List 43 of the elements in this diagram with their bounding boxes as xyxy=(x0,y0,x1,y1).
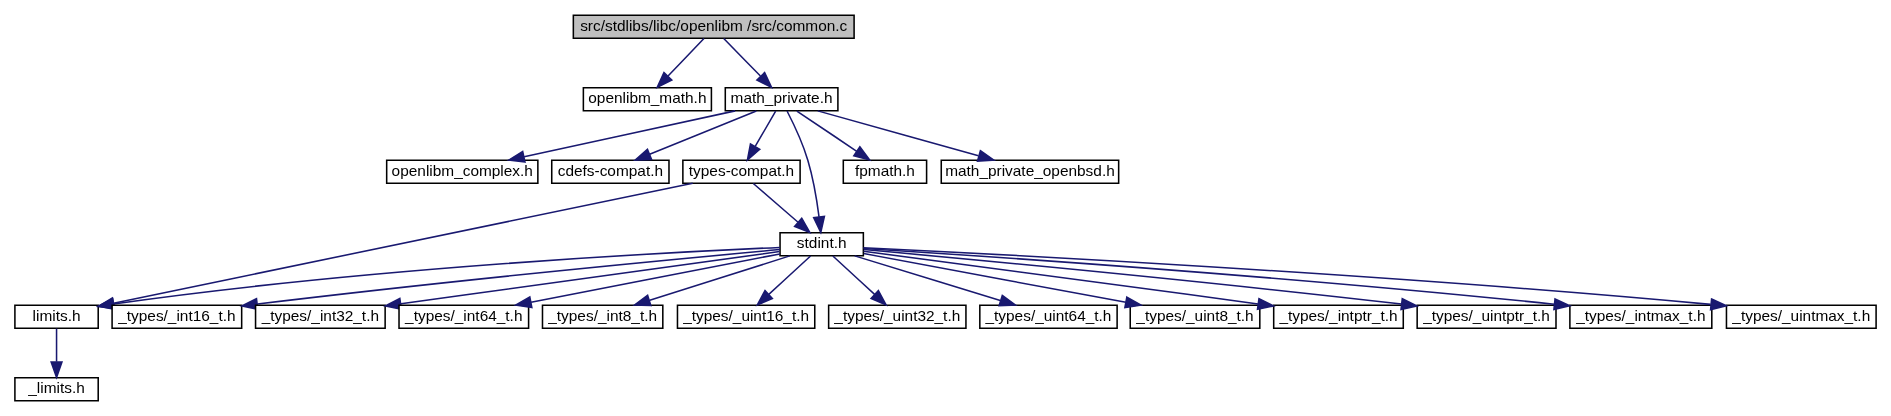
node-box: _types/_uint16_t.h xyxy=(676,304,816,330)
node-box: types-compat.h xyxy=(682,159,801,185)
arrow xyxy=(632,255,791,307)
arrow xyxy=(863,252,1144,309)
node-box: _types/_uint64_t.h xyxy=(979,304,1118,330)
node-box: _types/_intmax_t.h xyxy=(1569,304,1713,330)
arrow xyxy=(752,182,812,234)
arrow xyxy=(862,246,1729,311)
arrow xyxy=(746,110,777,162)
node-box: _types/_uint8_t.h xyxy=(1129,304,1261,330)
arrow xyxy=(786,110,826,235)
node-box: _types/_uintmax_t.h xyxy=(1725,304,1877,330)
arrow xyxy=(722,37,774,90)
node-box: openlibm_complex.h xyxy=(385,159,539,185)
arrow xyxy=(862,250,1276,311)
arrow xyxy=(506,110,736,163)
node-box: math_private_openbsd.h xyxy=(940,159,1120,185)
arrow xyxy=(863,248,1420,311)
node-box: _limits.h xyxy=(14,376,99,402)
node-box: _types/_uintptr_t.h xyxy=(1416,304,1557,330)
node-box: fpmath.h xyxy=(842,159,928,185)
node-box: _types/_intptr_t.h xyxy=(1272,304,1405,330)
arrow xyxy=(633,110,758,162)
arrow xyxy=(853,255,1018,307)
node-box: limits.h xyxy=(14,304,99,330)
node-box: stdint.h xyxy=(779,231,865,257)
arrow xyxy=(796,110,872,162)
node-box: _types/_int32_t.h xyxy=(254,304,386,330)
node-box: openlibm_math.h xyxy=(582,86,713,112)
arrow xyxy=(755,255,812,307)
node-box: _types/_uint32_t.h xyxy=(827,304,967,330)
arrow xyxy=(862,247,1573,311)
node-box: _types/_int8_t.h xyxy=(541,304,664,330)
arrow xyxy=(832,255,888,307)
arrow xyxy=(513,253,781,309)
node-box: _types/_int16_t.h xyxy=(111,304,243,330)
node-box: math_private.h xyxy=(724,86,839,112)
arrow xyxy=(655,37,705,90)
node-box: src/stdlibs/libc/openlibm /src/common.c xyxy=(572,14,855,40)
arrow xyxy=(50,327,64,380)
node-box: cdefs-compat.h xyxy=(550,159,670,185)
arrow xyxy=(816,110,997,162)
node-box: _types/_int64_t.h xyxy=(398,304,530,330)
